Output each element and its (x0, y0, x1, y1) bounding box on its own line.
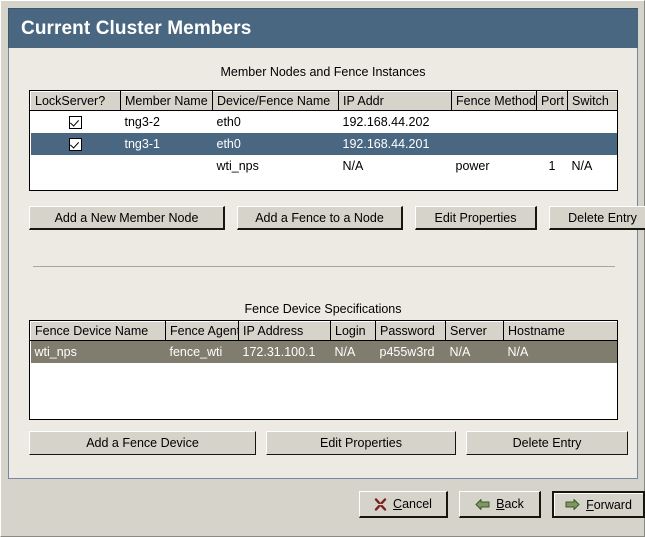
cancel-button-label: Cancel (393, 497, 432, 511)
cell-ip-addr: N/A (342, 158, 364, 173)
table-row[interactable]: tng3-2 eth0 192.168.44.202 (31, 111, 618, 133)
cell-ip-addr: 192.168.44.202 (342, 114, 430, 129)
cell-fence-method: power (455, 158, 490, 173)
cell-ip-addr: 192.168.44.201 (338, 132, 452, 155)
table-header-row: LockServer? Member Name Device/Fence Nam… (30, 91, 617, 111)
cell-fence-method (451, 132, 537, 155)
cell-lockserver[interactable] (30, 132, 121, 155)
table-row[interactable]: wti_nps N/A power 1 N/A (31, 155, 618, 177)
cell-lockserver[interactable] (31, 155, 121, 177)
member-delete-entry-button[interactable]: Delete Entry (549, 206, 645, 230)
col-lockserver[interactable]: LockServer? (30, 91, 121, 111)
cell-switch (568, 111, 618, 133)
footer-bar: Cancel Back Forward (8, 479, 645, 531)
table-header-row: Fence Device Name Fence Agent IP Address… (30, 321, 617, 341)
col-member-name[interactable]: Member Name (120, 91, 213, 111)
col-ip-addr[interactable]: IP Addr (338, 91, 452, 111)
col-password[interactable]: Password (375, 321, 446, 341)
lockserver-checkbox[interactable] (69, 115, 82, 129)
back-mnemonic: B (496, 497, 505, 511)
col-hostname[interactable]: Hostname (503, 321, 617, 341)
cell-switch (567, 132, 617, 155)
add-fence-device-button[interactable]: Add a Fence Device (29, 431, 256, 455)
back-button[interactable]: Back (459, 491, 541, 518)
back-button-label: Back (496, 497, 524, 511)
section-divider (33, 266, 615, 267)
col-port[interactable]: Port (536, 91, 568, 111)
cell-fence-agent: fence_wti (165, 340, 239, 363)
cell-hostname: N/A (503, 340, 617, 363)
content-panel: Member Nodes and Fence Instances LockSer… (8, 48, 645, 479)
col-fence-device-name[interactable]: Fence Device Name (30, 321, 166, 341)
cancel-button[interactable]: Cancel (359, 491, 448, 518)
forward-mnemonic: F (586, 497, 594, 512)
cell-lockserver[interactable] (31, 111, 121, 133)
lockserver-checkbox[interactable] (69, 137, 82, 151)
member-button-row: Add a New Member Node Add a Fence to a N… (29, 206, 645, 230)
cell-device-name: eth0 (216, 114, 241, 129)
cell-server: N/A (445, 340, 504, 363)
col-server[interactable]: Server (445, 321, 504, 341)
table-row[interactable]: wti_nps fence_wti 172.31.100.1 N/A p455w… (30, 340, 617, 363)
fence-delete-entry-button[interactable]: Delete Entry (466, 431, 628, 455)
cell-member-name: tng3-1 (120, 132, 213, 155)
cell-port (536, 132, 568, 155)
member-nodes-table[interactable]: LockServer? Member Name Device/Fence Nam… (29, 90, 618, 191)
cell-member-name: tng3-2 (124, 114, 160, 129)
col-fence-method[interactable]: Fence Method (451, 91, 537, 111)
add-fence-to-node-button[interactable]: Add a Fence to a Node (237, 206, 403, 230)
forward-button-label: Forward (586, 497, 632, 512)
cell-device-name: wti_nps (216, 158, 259, 173)
title-bar: Current Cluster Members (8, 8, 638, 48)
fence-devices-table[interactable]: Fence Device Name Fence Agent IP Address… (29, 320, 618, 420)
col-ip-address[interactable]: IP Address (238, 321, 331, 341)
cell-ip-address: 172.31.100.1 (238, 340, 331, 363)
cell-device-name: eth0 (212, 132, 339, 155)
col-login[interactable]: Login (330, 321, 376, 341)
cell-member-name (121, 155, 213, 177)
fence-section-caption: Fence Device Specifications (244, 302, 402, 316)
member-edit-properties-button[interactable]: Edit Properties (415, 206, 537, 230)
fence-edit-properties-button[interactable]: Edit Properties (266, 431, 456, 455)
x-mark-icon (374, 497, 387, 511)
arrow-right-icon (565, 498, 580, 511)
forward-button[interactable]: Forward (552, 491, 645, 518)
cell-login: N/A (330, 340, 376, 363)
cell-fence-device-name: wti_nps (30, 340, 166, 363)
table-row[interactable]: tng3-1 eth0 192.168.44.201 (30, 132, 617, 155)
col-device-fence-name[interactable]: Device/Fence Name (212, 91, 339, 111)
page-title: Current Cluster Members (21, 17, 252, 39)
cell-port: 1 (548, 158, 556, 173)
member-section-caption: Member Nodes and Fence Instances (220, 65, 426, 79)
cell-password: p455w3rd (375, 340, 446, 363)
cell-fence-method (452, 111, 537, 133)
add-new-member-node-button[interactable]: Add a New Member Node (29, 206, 225, 230)
cell-port (537, 111, 568, 133)
fence-button-row: Add a Fence Device Edit Properties Delet… (29, 431, 628, 455)
cell-switch: N/A (571, 158, 593, 173)
arrow-left-icon (475, 498, 490, 511)
col-fence-agent[interactable]: Fence Agent (165, 321, 239, 341)
col-switch[interactable]: Switch (567, 91, 617, 111)
cancel-mnemonic: C (393, 497, 403, 511)
